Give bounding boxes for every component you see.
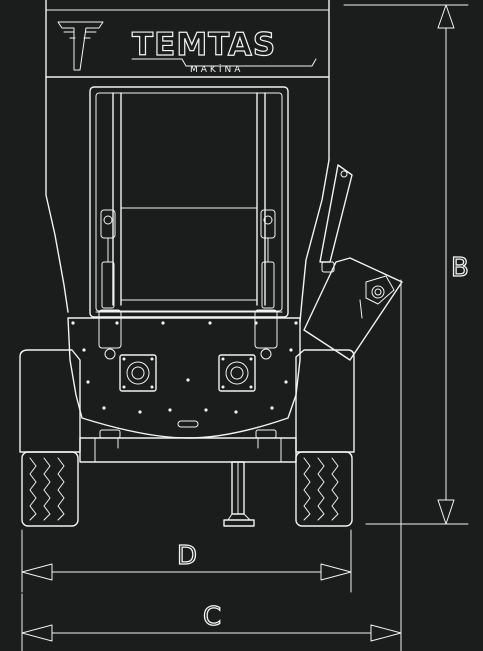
bearing-right: [218, 354, 256, 392]
hydraulic-cylinder-right: [260, 209, 276, 309]
dimension-b: B: [343, 4, 469, 525]
lift-frame: [89, 86, 289, 318]
front-plate: [67, 317, 301, 439]
support-stand: [223, 461, 255, 527]
hinge-right: [254, 309, 278, 360]
wheel-left: [19, 349, 81, 527]
dimension-b-label: B: [451, 253, 469, 283]
brand-logo: TEMTAS MAKİNA: [57, 21, 317, 75]
hopper-body: [45, 0, 330, 323]
brand-name: TEMTAS: [132, 27, 276, 63]
logo-emblem: [57, 21, 104, 71]
hinge-left: [98, 309, 122, 360]
dimension-d: D: [21, 529, 352, 593]
dimension-c: C: [21, 279, 402, 651]
wheel-right: [295, 349, 355, 527]
brand-subtitle: MAKİNA: [190, 64, 243, 75]
dimension-c-label: C: [203, 602, 221, 632]
hydraulic-cylinder-left: [100, 209, 116, 309]
axle-chassis: [79, 429, 297, 463]
dimension-d-label: D: [177, 541, 197, 571]
side-door: [303, 257, 403, 361]
bearing-left: [119, 354, 157, 392]
